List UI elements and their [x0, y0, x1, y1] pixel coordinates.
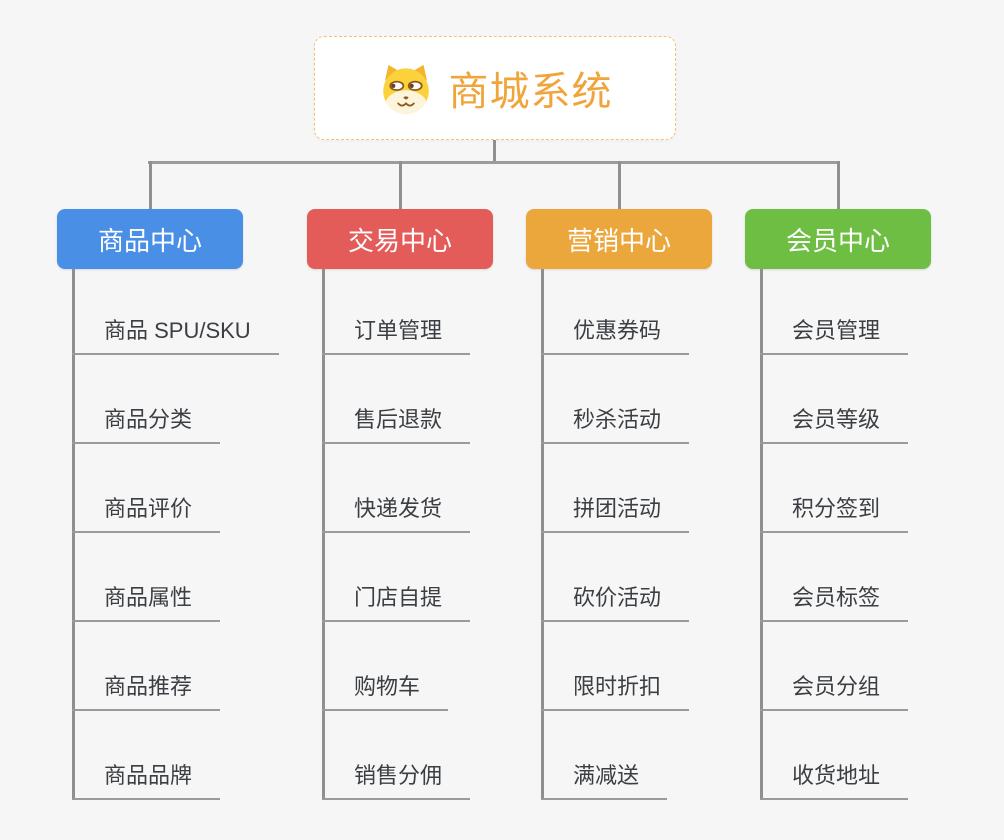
- tree-item-product-center-2[interactable]: 商品评价: [72, 495, 221, 533]
- tree-item-trade-center-0[interactable]: 订单管理: [322, 317, 471, 355]
- tree-item-marketing-center-0[interactable]: 优惠券码: [541, 317, 690, 355]
- tree-item-marketing-center-1[interactable]: 秒杀活动: [541, 406, 690, 444]
- connector-bus: [148, 161, 840, 164]
- branch-node-member-center[interactable]: 会员中心: [745, 209, 931, 269]
- tree-item-member-center-4[interactable]: 会员分组: [760, 673, 909, 711]
- tree-item-marketing-center-5[interactable]: 满减送: [541, 762, 668, 800]
- tree-item-trade-center-3[interactable]: 门店自提: [322, 584, 471, 622]
- tree-item-product-center-4[interactable]: 商品推荐: [72, 673, 221, 711]
- tree-item-trade-center-5[interactable]: 销售分佣: [322, 762, 471, 800]
- tree-item-trade-center-1[interactable]: 售后退款: [322, 406, 471, 444]
- tree-item-member-center-0[interactable]: 会员管理: [760, 317, 909, 355]
- connector-spine-trade-center: [322, 269, 325, 800]
- connector-drop-member-center: [836, 161, 840, 211]
- connector-spine-member-center: [760, 269, 763, 800]
- branch-node-marketing-center[interactable]: 营销中心: [526, 209, 712, 269]
- tree-item-product-center-3[interactable]: 商品属性: [72, 584, 221, 622]
- connector-drop-trade-center: [398, 161, 402, 211]
- tree-item-trade-center-2[interactable]: 快递发货: [322, 495, 471, 533]
- connector-root-stub: [493, 139, 496, 162]
- tree-item-member-center-1[interactable]: 会员等级: [760, 406, 909, 444]
- branch-node-product-center[interactable]: 商品中心: [57, 209, 243, 269]
- root-node[interactable]: 商城系统: [314, 36, 676, 140]
- tree-item-member-center-5[interactable]: 收货地址: [760, 762, 909, 800]
- tree-item-marketing-center-2[interactable]: 拼团活动: [541, 495, 690, 533]
- tree-item-member-center-2[interactable]: 积分签到: [760, 495, 909, 533]
- tree-item-marketing-center-3[interactable]: 砍价活动: [541, 584, 690, 622]
- tree-item-trade-center-4[interactable]: 购物车: [322, 673, 449, 711]
- tree-item-product-center-5[interactable]: 商品品牌: [72, 762, 221, 800]
- connector-drop-marketing-center: [617, 161, 621, 211]
- tree-item-product-center-1[interactable]: 商品分类: [72, 406, 221, 444]
- tree-item-product-center-0[interactable]: 商品 SPU/SKU: [72, 317, 279, 355]
- tree-item-member-center-3[interactable]: 会员标签: [760, 584, 909, 622]
- tree-item-marketing-center-4[interactable]: 限时折扣: [541, 673, 690, 711]
- branch-node-trade-center[interactable]: 交易中心: [307, 209, 493, 269]
- connector-spine-product-center: [72, 269, 75, 800]
- root-title: 商城系统: [448, 70, 613, 114]
- connector-spine-marketing-center: [541, 269, 544, 800]
- connector-drop-product-center: [148, 161, 152, 211]
- dog-face-icon: [382, 64, 429, 114]
